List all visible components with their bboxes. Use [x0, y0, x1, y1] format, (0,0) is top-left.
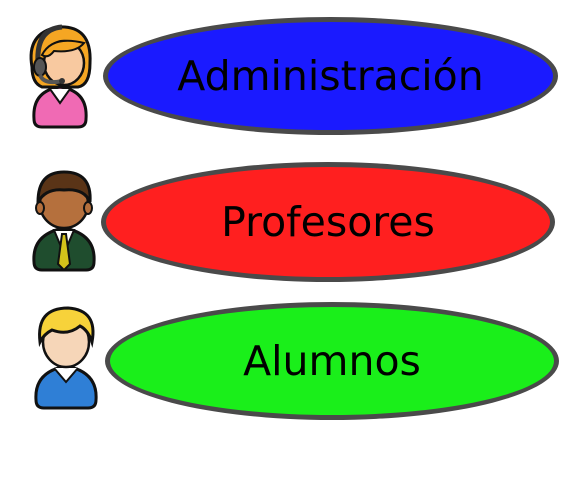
role-option-administracion[interactable]: Administración — [0, 15, 567, 140]
administracion-label: Administración — [177, 52, 484, 100]
role-option-profesores[interactable]: Profesores — [0, 160, 567, 285]
profesores-button[interactable]: Profesores — [101, 162, 555, 282]
role-option-alumnos[interactable]: Alumnos — [0, 300, 567, 425]
profesores-label: Profesores — [221, 198, 435, 246]
teacher-tie-icon — [26, 164, 102, 274]
receptionist-headset-icon — [22, 19, 98, 129]
alumnos-label: Alumnos — [243, 337, 421, 385]
administracion-button[interactable]: Administración — [103, 17, 558, 135]
alumnos-button[interactable]: Alumnos — [105, 302, 559, 420]
student-icon — [28, 302, 104, 412]
